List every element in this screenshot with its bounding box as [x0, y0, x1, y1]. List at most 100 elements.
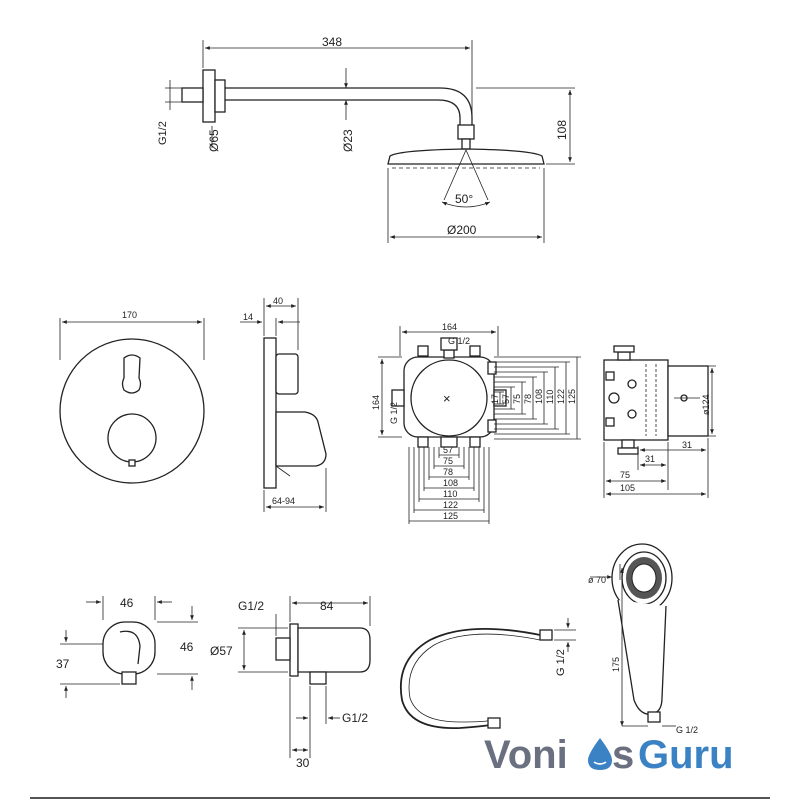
- outlet-dia-label: Ø57: [210, 644, 233, 658]
- range-label: 64-94: [272, 496, 295, 506]
- side-nut: [605, 371, 615, 381]
- dim-value-label: 122: [443, 500, 458, 510]
- outlet-thread-top-label: G1/2: [238, 599, 264, 613]
- angle-arc: [441, 201, 491, 208]
- mixer-plate-front: 170: [59, 310, 205, 484]
- outlet-body: [102, 621, 156, 675]
- head-connector: [461, 138, 471, 150]
- arm-pipe-top: [225, 87, 473, 125]
- flange-collar: [214, 79, 226, 113]
- hose-end-top: [539, 629, 553, 641]
- cover-plate: [59, 338, 205, 484]
- side-75-label: 75: [620, 470, 630, 480]
- arm-pipe-bottom: [225, 99, 461, 125]
- dim-value-label: 17: [490, 394, 500, 404]
- dim-value-label: 75: [512, 394, 522, 404]
- shower-arm-drawing: 50° 348 G1/2 Ø65 Ø23 108 Ø200: [157, 35, 575, 243]
- box-thread-left-label: G 1/2: [389, 402, 399, 424]
- outlet-depth-label: 84: [320, 599, 334, 613]
- watermark-text-3: Guru: [638, 733, 734, 777]
- outlet-offset-label: 37: [56, 657, 70, 671]
- diverter-knob: [121, 354, 142, 394]
- box-disc: [410, 359, 488, 437]
- wall-flange: [202, 69, 216, 123]
- dim-value-label: 78: [523, 394, 533, 404]
- port-left: [391, 389, 405, 407]
- handshower-thread-label: G 1/2: [676, 725, 698, 735]
- angle-label: 50°: [455, 192, 473, 206]
- port-top: [443, 349, 455, 359]
- side-screw: [608, 392, 620, 404]
- thermostat-handle: [107, 413, 157, 463]
- corner-nut: [417, 345, 429, 357]
- side-detail: [275, 465, 291, 477]
- side-31-label: 31: [682, 440, 692, 450]
- outlet-width-label: 46: [120, 596, 134, 610]
- watermark-text-2: s: [612, 733, 634, 777]
- top-port-cap: [613, 345, 635, 353]
- box-side-view: ø124 31 31 75 105: [603, 345, 716, 498]
- outlet-plate: [289, 623, 299, 677]
- bottom-port-cap: [617, 447, 639, 455]
- spray-center: [631, 563, 657, 593]
- dim-value-label: 75: [443, 456, 453, 466]
- dim-value-label: 108: [534, 389, 544, 404]
- spray-line-right: [465, 149, 489, 201]
- dim-value-label: 78: [443, 467, 453, 477]
- hose-loop-outer: [400, 627, 546, 729]
- hose-drawing: G 1/2: [400, 618, 576, 729]
- center-cross: ×: [443, 391, 451, 406]
- side-dia-label: ø124: [701, 394, 711, 415]
- side-screw: [627, 379, 637, 389]
- shower-head: [387, 148, 545, 165]
- box-width-label: 164: [442, 322, 457, 332]
- thread-stub: [181, 87, 204, 103]
- dim-value-label: 110: [545, 390, 555, 404]
- handshower-length-label: 175: [611, 657, 621, 672]
- side-knob: [275, 353, 299, 395]
- port-top-cap: [440, 337, 458, 351]
- side-105-label: 105: [620, 483, 635, 493]
- side-nut: [487, 419, 497, 433]
- plate-width-label: 170: [122, 310, 137, 320]
- spray-line-left: [443, 149, 467, 201]
- vonios-guru-watermark: Voni s Guru: [484, 733, 734, 777]
- height-label: 108: [555, 120, 569, 140]
- handle-mark: [128, 459, 136, 467]
- water-drop-icon: [588, 738, 612, 770]
- dim-value-label: 108: [443, 478, 458, 488]
- bottom-port: [621, 439, 635, 449]
- side-nut: [487, 361, 497, 375]
- dim-value-label: 125: [567, 389, 577, 404]
- side-screw: [627, 409, 637, 419]
- plate-label: 14: [243, 312, 253, 322]
- handshower-handle: [617, 599, 667, 715]
- outlet-front-view: 46 46 37: [56, 596, 198, 698]
- hose-thread-label: G 1/2: [555, 649, 567, 676]
- side-plate: [263, 337, 277, 489]
- flange-dia-label: Ø65: [207, 129, 221, 152]
- dim-value-label: 110: [443, 489, 457, 499]
- side-extension: [667, 365, 709, 437]
- dim-value-label: 122: [556, 389, 566, 404]
- box-thread-top-label: G 1/2: [448, 336, 470, 346]
- head-dia-label: Ø200: [447, 223, 477, 237]
- side-handle: [275, 411, 327, 467]
- outlet-port: [121, 671, 137, 685]
- outlet-offset-label: 30: [296, 756, 310, 770]
- top-port: [617, 351, 631, 361]
- corner-nut: [469, 436, 481, 448]
- outlet-thread-bottom-label: G1/2: [342, 711, 368, 725]
- watermark-text-1: Voni: [484, 733, 568, 777]
- port-bottom: [440, 436, 458, 448]
- corner-nut: [417, 436, 429, 448]
- hose-loop-inner: [408, 633, 541, 723]
- dim-value-label: 57: [501, 394, 511, 404]
- outlet-side-view: G1/2 84 Ø57 G1/2 30: [210, 596, 371, 770]
- ball-joint: [457, 124, 475, 140]
- hand-shower-drawing: ø 70 175 G 1/2: [588, 543, 698, 735]
